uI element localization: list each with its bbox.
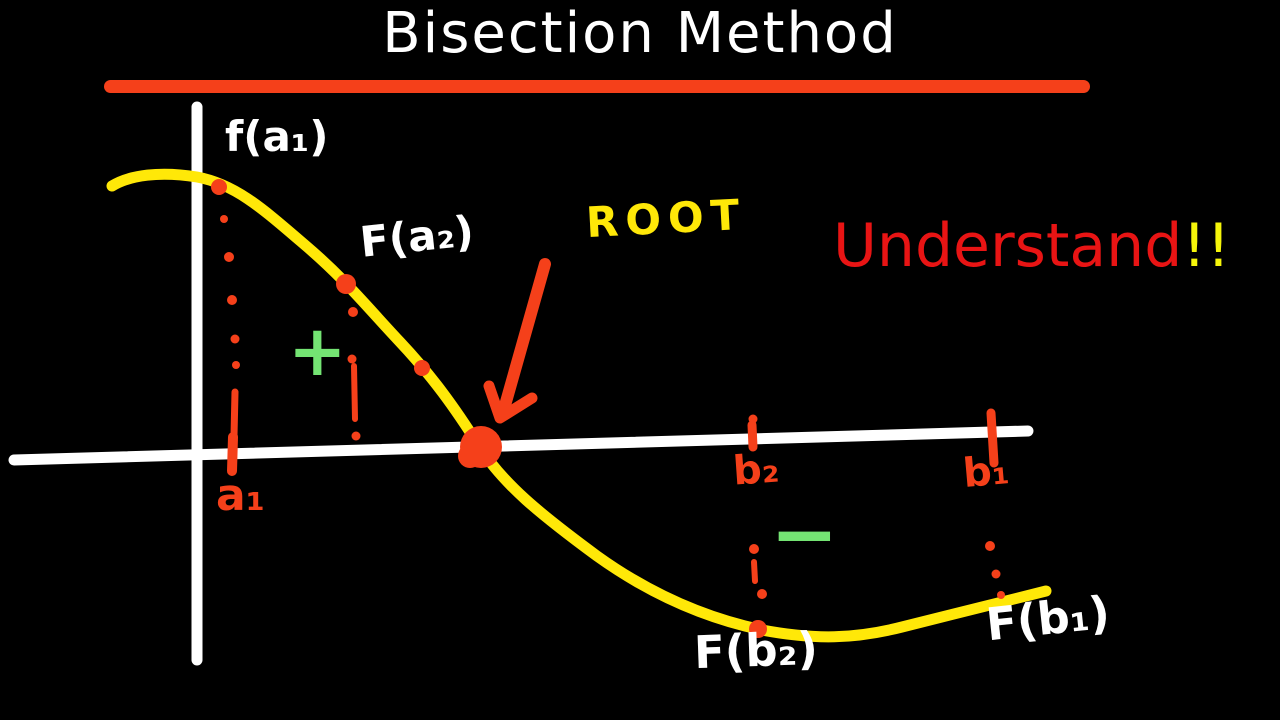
title-underline (104, 80, 1090, 93)
root-dot-bump (458, 444, 482, 468)
b2-dashed-dropline (747, 414, 767, 599)
label-b1: b₁ (961, 447, 1012, 497)
understand-exclamations: !! (1182, 211, 1231, 281)
label-a1: a₁ (216, 470, 265, 521)
minus-sign: − (770, 487, 839, 582)
point-f-a2 (336, 274, 356, 294)
point-f-a1 (211, 179, 227, 195)
b1-dashed-dropline (985, 408, 1005, 599)
point-mid (414, 360, 430, 376)
x-axis (8, 425, 1034, 466)
label-f-b1: F(b₁) (983, 585, 1113, 652)
a2-dashed-dropline (347, 307, 361, 441)
plus-sign: + (288, 310, 347, 392)
label-understand: Understand!! (833, 216, 1230, 276)
a1-dashed-dropline (220, 215, 240, 440)
page-title: Bisection Method (382, 1, 898, 66)
understand-text: Understand (833, 211, 1183, 281)
a1-axis-tick (227, 432, 238, 476)
label-root: ROOT (584, 189, 748, 248)
label-f-b2: F(b₂) (693, 621, 819, 680)
label-f-a1: f(a₁) (225, 112, 329, 161)
label-f-a2: F(a₂) (357, 206, 477, 267)
point-f-b2 (749, 620, 767, 638)
label-b2: b₂ (731, 445, 781, 495)
root-arrow-icon (483, 258, 551, 424)
